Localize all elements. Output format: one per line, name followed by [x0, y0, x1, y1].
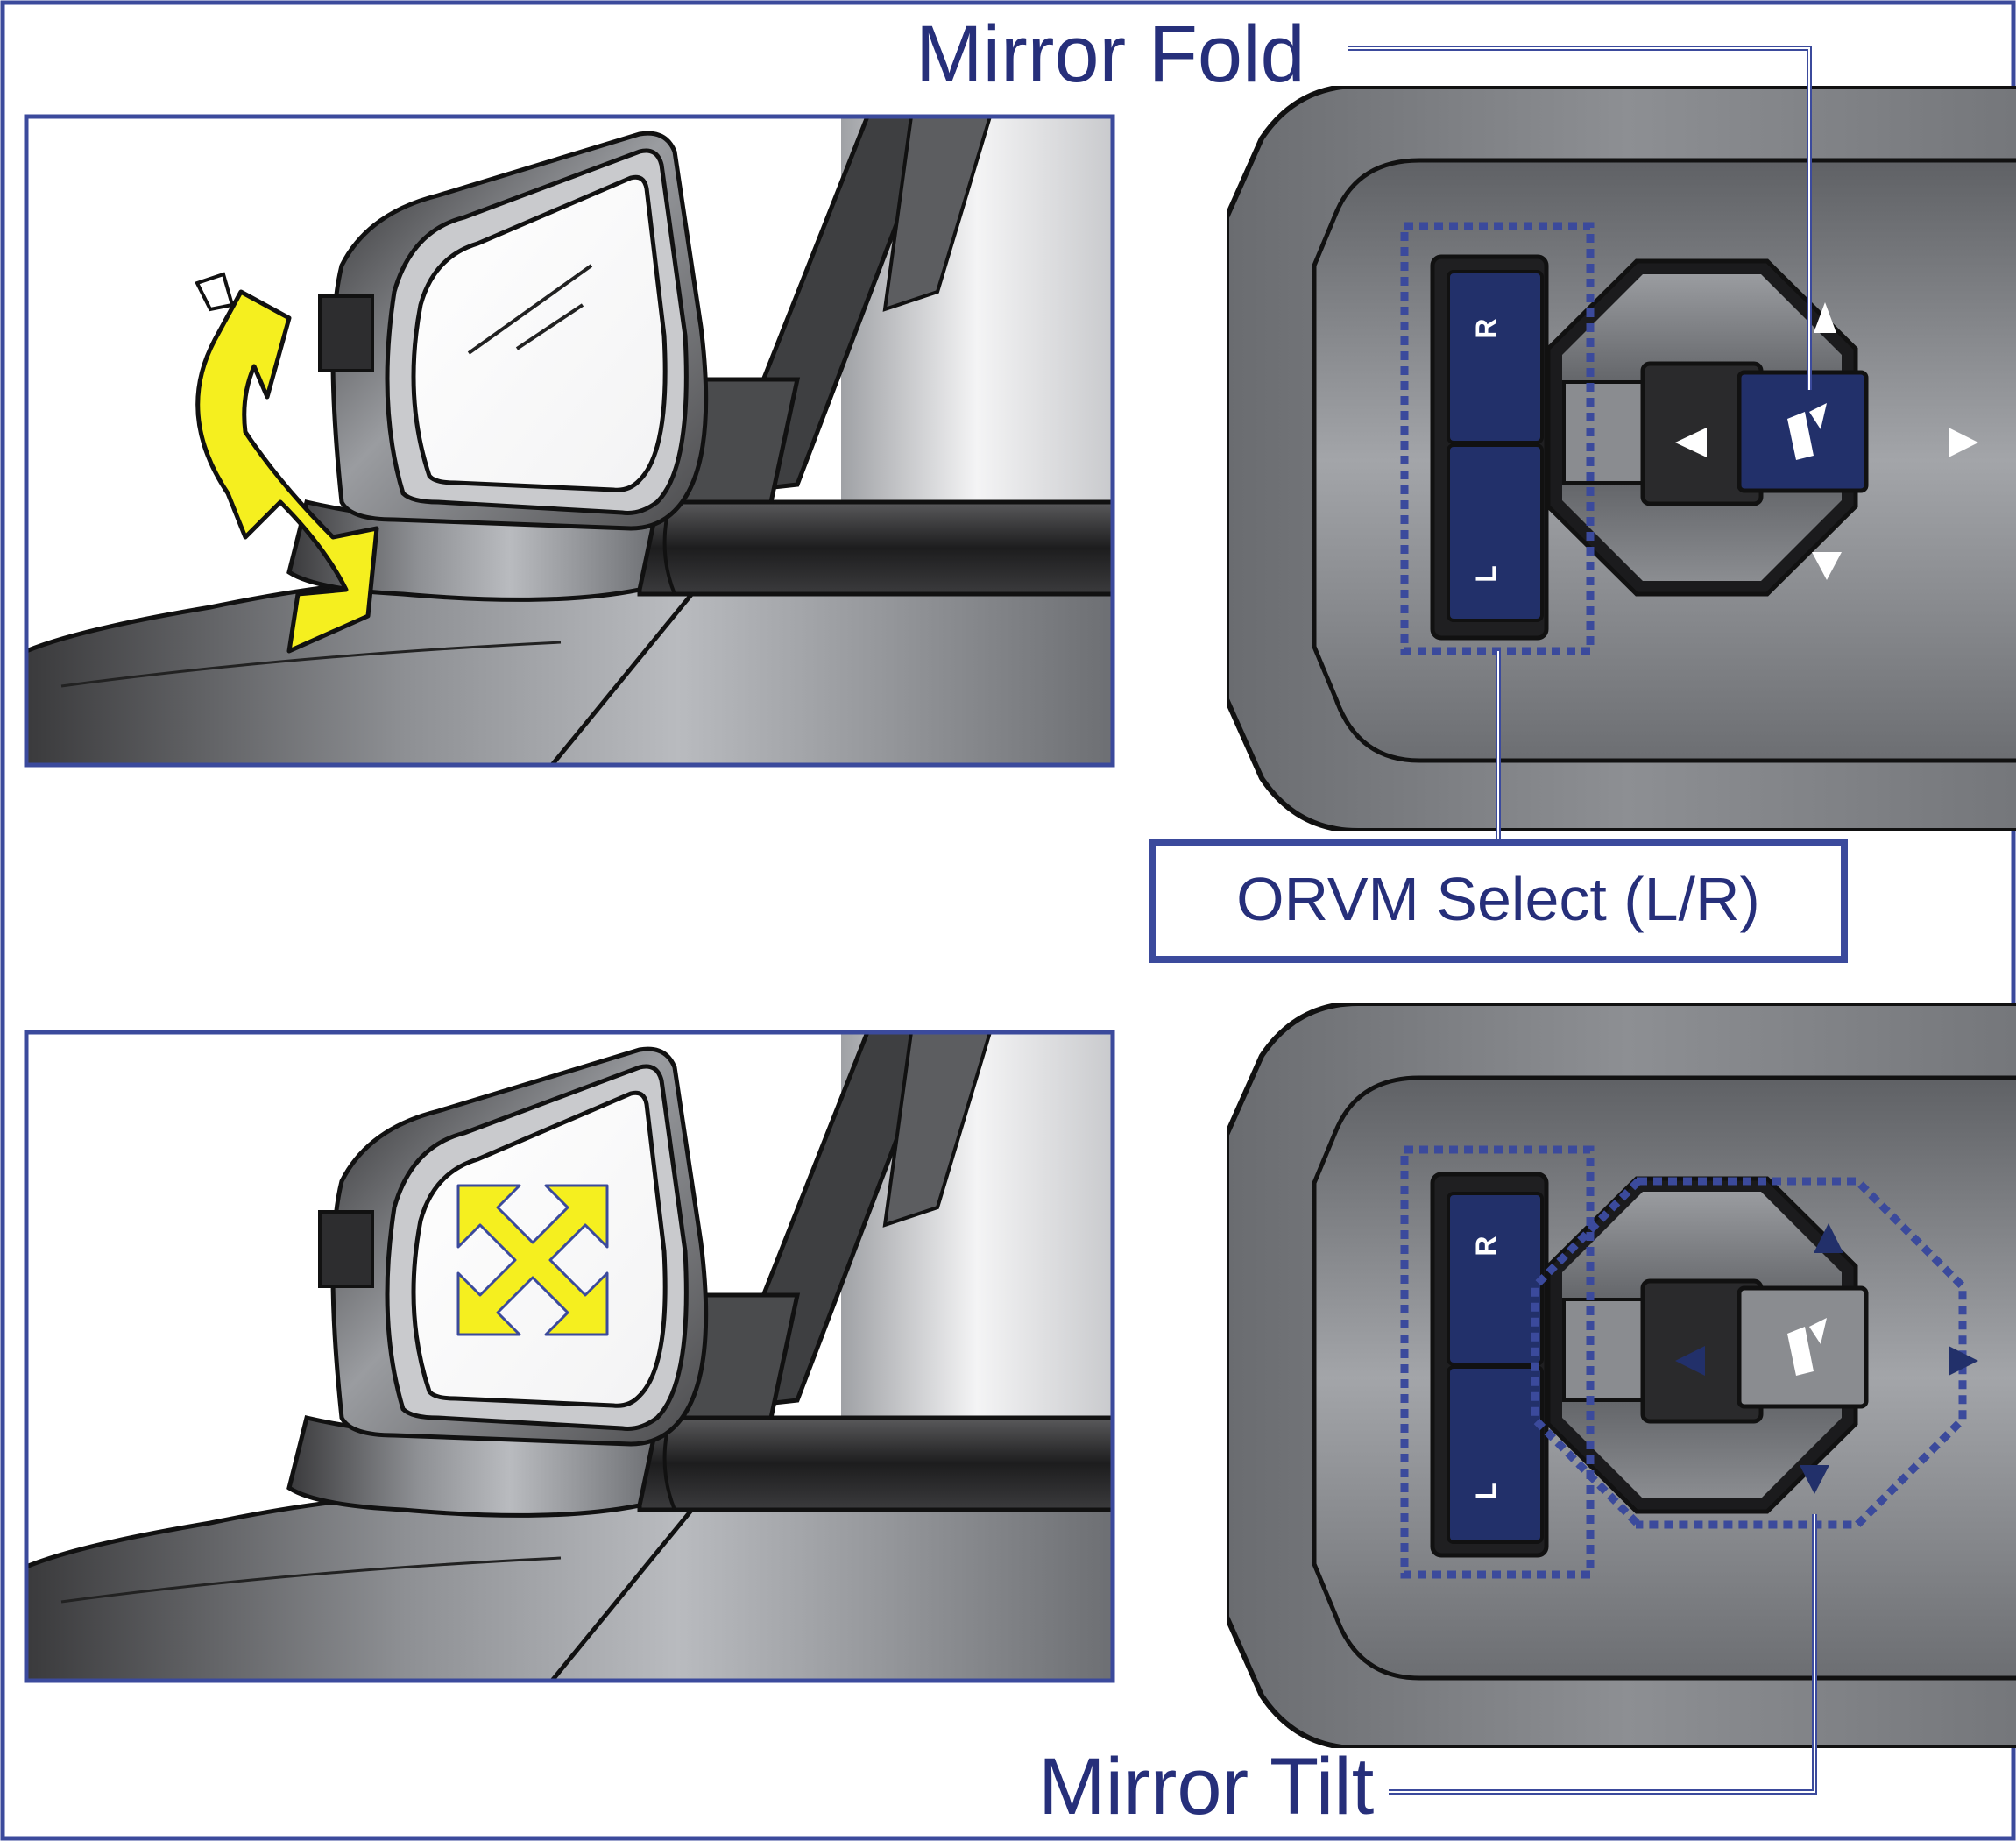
mirror-tilt-highlight: [1531, 1177, 1967, 1529]
mirror-fold-button[interactable]: [1737, 370, 1869, 493]
right-key-label: R: [1470, 318, 1502, 338]
mirror-fold-icon: [1787, 403, 1827, 460]
tilt-right-arrow-icon[interactable]: [1949, 428, 1978, 457]
left-key-label-bottom: L: [1470, 1483, 1502, 1500]
right-mirror-key[interactable]: R: [1447, 270, 1544, 444]
top-switch-panel: R L: [1227, 86, 2016, 831]
tilt-left-arrow-icon[interactable]: [1675, 428, 1707, 457]
orvm-select-label-box: [1149, 839, 1848, 963]
bottom-switch-panel: R L: [1227, 1003, 2016, 1748]
right-mirror-key-bottom[interactable]: R: [1447, 1192, 1544, 1366]
mirror-fold-label: Mirror Fold: [916, 10, 1305, 99]
tilt-down-arrow-icon[interactable]: [1812, 552, 1842, 580]
four-way-arrow-icon: [456, 1184, 609, 1336]
left-mirror-key-bottom[interactable]: L: [1447, 1365, 1544, 1544]
mirror-fold-button-bottom[interactable]: [1737, 1285, 1869, 1409]
left-mirror-key[interactable]: L: [1447, 443, 1544, 622]
mirror-fold-icon-bottom: [1787, 1318, 1827, 1376]
tilt-up-arrow-icon[interactable]: [1814, 302, 1836, 333]
tilt-up-arrow-icon-bottom[interactable]: [1814, 1223, 1843, 1253]
right-key-label-bottom: R: [1470, 1236, 1502, 1256]
mirror-tilt-label: Mirror Tilt: [1038, 1742, 1374, 1831]
tilt-down-arrow-icon-bottom[interactable]: [1800, 1465, 1829, 1494]
tilt-right-arrow-icon-bottom[interactable]: [1949, 1346, 1978, 1376]
mirror-tilt-scene: [24, 1030, 1115, 1683]
orvm-select-label: ORVM Select (L/R): [1236, 865, 1760, 933]
tilt-left-arrow-icon-bottom[interactable]: [1675, 1346, 1705, 1376]
fold-arrow-icon: [195, 272, 379, 654]
left-key-label: L: [1470, 565, 1502, 583]
mirror-fold-scene: [24, 114, 1115, 768]
orvm-select-highlight-bottom: [1400, 1145, 1595, 1579]
